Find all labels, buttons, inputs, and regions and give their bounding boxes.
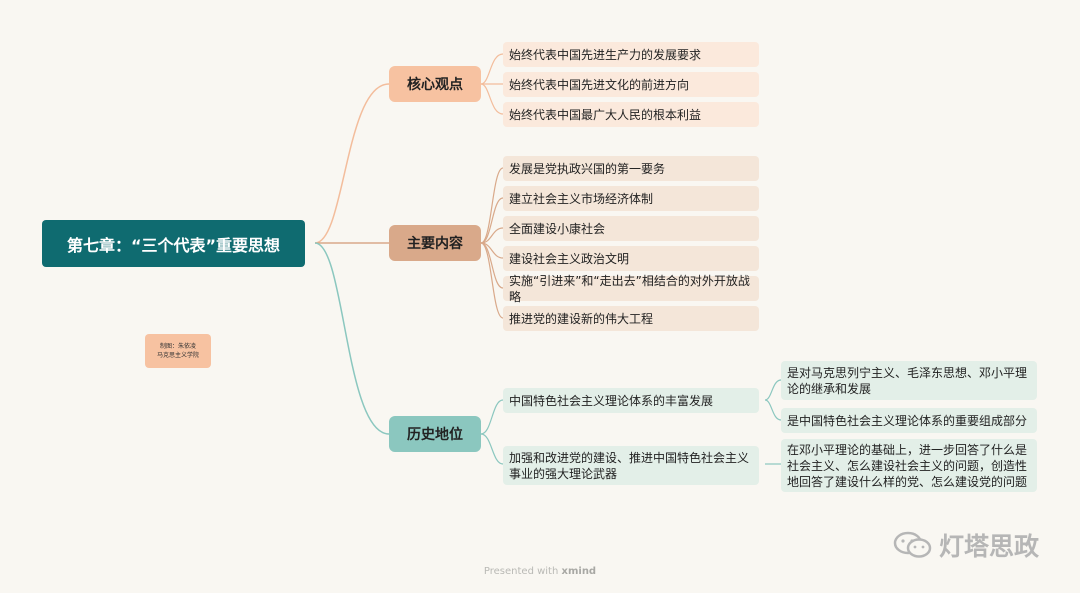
leaf-status-1-child-2[interactable]: 是中国特色社会主义理论体系的重要组成部分 [781,408,1037,433]
leaf-content-4[interactable]: 建设社会主义政治文明 [503,246,759,271]
leaf-status-1[interactable]: 中国特色社会主义理论体系的丰富发展 [503,388,759,413]
wechat-icon [893,531,932,558]
leaf-core-1[interactable]: 始终代表中国先进生产力的发展要求 [503,42,759,67]
credit-author: 制图：朱依凌 [159,343,196,350]
leaf-core-2[interactable]: 始终代表中国先进文化的前进方向 [503,72,759,97]
branch-main-content[interactable]: 主要内容 [389,225,481,261]
footer-presented: Presented with xmind [0,566,1080,577]
branch-historical-status[interactable]: 历史地位 [389,416,481,452]
watermark-text: 灯塔思政 [939,532,1040,561]
leaf-core-3[interactable]: 始终代表中国最广大人民的根本利益 [503,102,759,127]
watermark: 灯塔思政 [893,528,1039,562]
leaf-status-2-child-1[interactable]: 在邓小平理论的基础上，进一步回答了什么是社会主义、怎么建设社会主义的问题，创造性… [781,439,1037,492]
leaf-content-1[interactable]: 发展是党执政兴国的第一要务 [503,156,759,181]
leaf-status-2[interactable]: 加强和改进党的建设、推进中国特色社会主义事业的强大理论武器 [503,446,759,485]
leaf-content-3[interactable]: 全面建设小康社会 [503,216,759,241]
leaf-content-2[interactable]: 建立社会主义市场经济体制 [503,186,759,211]
root-node[interactable]: 第七章：“三个代表”重要思想 [42,220,305,267]
credit-note: 制图：朱依凌 马克思主义学院 [145,334,211,368]
leaf-content-6[interactable]: 推进党的建设新的伟大工程 [503,306,759,331]
footer-brand: xmind [561,566,597,577]
leaf-content-5[interactable]: 实施“引进来”和“走出去”相结合的对外开放战略 [503,274,759,304]
credit-school: 马克思主义学院 [156,352,199,359]
branch-core-viewpoints[interactable]: 核心观点 [389,66,481,102]
footer-text: Presented with [483,566,559,577]
leaf-status-1-child-1[interactable]: 是对马克思列宁主义、毛泽东思想、邓小平理论的继承和发展 [781,361,1037,400]
